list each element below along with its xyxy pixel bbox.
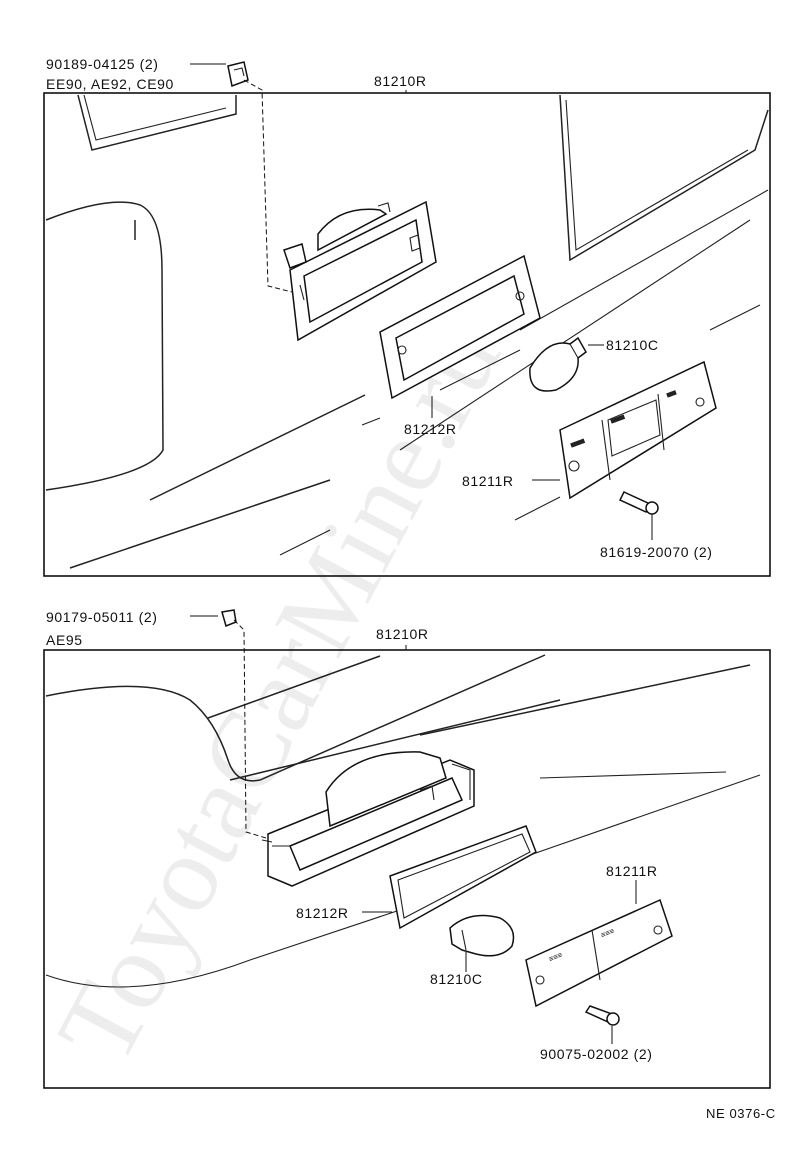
figure-id: NE 0376-C bbox=[706, 1106, 776, 1121]
gasket-bottom bbox=[389, 825, 537, 930]
panel-bottom-frame bbox=[43, 649, 771, 1089]
lamp-housing-bottom bbox=[261, 751, 475, 887]
lens-bottom: ≡≡≡ ≡≡≡ bbox=[525, 898, 673, 1008]
bulb-bottom bbox=[449, 914, 515, 957]
label-screw-bottom: 90075-02002 (2) bbox=[540, 1046, 653, 1062]
label-clip-top: 90189-04125 (2) bbox=[46, 56, 159, 72]
label-lens-bottom: 81211R bbox=[606, 863, 658, 879]
lens-top: ≡≡≡ ≡≡≡ ≡≡ bbox=[559, 360, 717, 500]
gasket-top bbox=[379, 254, 541, 400]
label-assembly-top: 81210R bbox=[374, 73, 427, 89]
nut-bottom bbox=[221, 609, 237, 628]
svg-text:≡≡: ≡≡ bbox=[666, 388, 678, 400]
label-screw-top: 81619-20070 (2) bbox=[600, 544, 713, 560]
label-gasket-bottom: 81212R bbox=[296, 905, 349, 921]
label-lens-top: 81211R bbox=[462, 473, 514, 489]
screw-bottom bbox=[584, 1005, 620, 1026]
lamp-housing-top bbox=[283, 200, 437, 342]
label-assembly-bottom: 81210R bbox=[376, 626, 429, 642]
car-body-bottom bbox=[45, 654, 761, 988]
label-variant-bottom: AE95 bbox=[46, 632, 83, 648]
label-bulb-top: 81210C bbox=[606, 337, 659, 353]
car-body-top bbox=[45, 94, 769, 569]
label-gasket-top: 81212R bbox=[404, 421, 457, 437]
panel-top-frame bbox=[43, 92, 771, 577]
label-bulb-bottom: 81210C bbox=[430, 971, 483, 987]
label-variant-top: EE90, AE92, CE90 bbox=[46, 76, 174, 92]
label-nut-bottom: 90179-05011 (2) bbox=[46, 609, 157, 625]
panel-top: ≡≡≡ ≡≡≡ ≡≡ 90189-04125 (2) EE90, AE92, C… bbox=[43, 56, 771, 577]
panel-bottom: ≡≡≡ ≡≡≡ 90179-05011 (2) AE95 81210R 8121… bbox=[43, 609, 771, 1089]
clip-top bbox=[227, 61, 249, 88]
bulb-top bbox=[529, 336, 587, 392]
screw-top bbox=[618, 491, 659, 515]
